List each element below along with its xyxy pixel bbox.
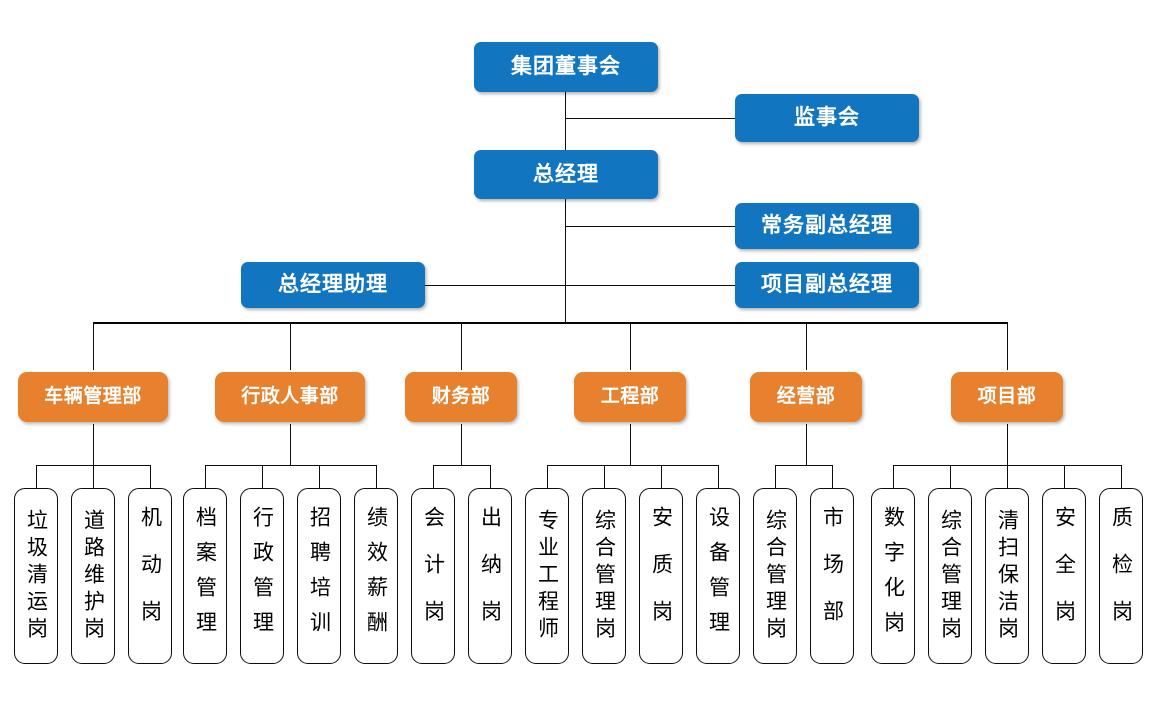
connector-project-leaf-1 — [893, 465, 895, 489]
leaf-position-box[interactable]: 安全岗 — [1042, 488, 1086, 664]
leaf-position-box[interactable]: 档案管理 — [183, 488, 227, 664]
leaf-position-label: 安质岗 — [649, 505, 673, 647]
connector-bus-to-admin-hr — [290, 322, 292, 370]
leaf-position-box[interactable]: 出纳岗 — [468, 488, 512, 664]
leaf-position-box[interactable]: 综合管理岗 — [753, 488, 797, 664]
node-executive-deputy-gm[interactable]: 常务副总经理 — [735, 203, 919, 249]
connector-adminhr-leaf-3 — [319, 465, 321, 489]
connector-finance-leaf-2 — [490, 465, 492, 489]
leaf-position-box[interactable]: 市场部 — [810, 488, 854, 664]
connector-bus-to-finance — [461, 322, 463, 370]
connector-bus-to-vehicle — [93, 322, 95, 370]
node-department-vehicle[interactable]: 车辆管理部 — [18, 372, 168, 422]
connector-gm-trunk — [565, 199, 567, 323]
leaf-position-label: 行政管理 — [250, 506, 274, 646]
leaf-position-box[interactable]: 机动岗 — [128, 488, 172, 664]
connector-adminhr-leaf-4 — [376, 465, 378, 489]
connector-operations-leaf-1 — [775, 465, 777, 489]
connector-engineering-leaf-1 — [547, 465, 549, 489]
connector-project-leaf-2 — [950, 465, 952, 489]
sub-bus-adminhr — [205, 465, 377, 467]
leaf-position-box[interactable]: 垃圾清运岗 — [14, 488, 58, 664]
leaf-position-label: 会计岗 — [421, 505, 445, 647]
leaf-position-box[interactable]: 招聘培训 — [297, 488, 341, 664]
leaf-position-label: 市场部 — [820, 505, 844, 647]
connector-bus-to-operations — [806, 322, 808, 370]
connector-adminhr-leaf-1 — [205, 465, 207, 489]
leaf-position-label: 垃圾清运岗 — [24, 508, 48, 644]
connector-project-drop — [1007, 424, 1009, 466]
leaf-position-box[interactable]: 质检岗 — [1099, 488, 1143, 664]
leaf-position-label: 绩效薪酬 — [364, 506, 388, 646]
connector-gm-to-exec-deputy — [565, 226, 735, 228]
leaf-position-label: 清扫保洁岗 — [995, 508, 1019, 644]
leaf-position-box[interactable]: 专业工程师 — [525, 488, 569, 664]
node-group-board[interactable]: 集团董事会 — [474, 42, 658, 92]
connector-gm-to-supervisory — [565, 118, 735, 120]
connector-engineering-leaf-2 — [604, 465, 606, 489]
leaf-position-box[interactable]: 数字化岗 — [871, 488, 915, 664]
leaf-position-box[interactable]: 安质岗 — [639, 488, 683, 664]
connector-vehicle-drop — [93, 424, 95, 466]
connector-engineering-leaf-4 — [718, 465, 720, 489]
connector-adminhr-leaf-2 — [262, 465, 264, 489]
leaf-position-label: 综合管理岗 — [938, 508, 962, 644]
leaf-position-box[interactable]: 会计岗 — [411, 488, 455, 664]
leaf-position-box[interactable]: 综合管理岗 — [582, 488, 626, 664]
leaf-position-label: 数字化岗 — [881, 506, 905, 646]
leaf-position-label: 档案管理 — [193, 506, 217, 646]
leaf-position-box[interactable]: 道路维护岗 — [71, 488, 115, 664]
connector-project-leaf-4 — [1064, 465, 1066, 489]
node-project-deputy-gm[interactable]: 项目副总经理 — [735, 262, 919, 308]
leaf-position-box[interactable]: 绩效薪酬 — [354, 488, 398, 664]
connector-operations-drop — [806, 424, 808, 466]
node-department-operations[interactable]: 经营部 — [750, 372, 862, 422]
leaf-position-box[interactable]: 设备管理 — [696, 488, 740, 664]
leaf-position-label: 机动岗 — [138, 505, 162, 647]
connector-vehicle-leaf-2 — [93, 465, 95, 489]
connector-engineering-drop — [630, 424, 632, 466]
sub-bus-operations — [775, 465, 833, 467]
node-general-manager[interactable]: 总经理 — [474, 150, 658, 199]
department-bus — [93, 322, 1008, 324]
leaf-position-label: 综合管理岗 — [763, 508, 787, 644]
connector-gm-to-assistant — [425, 285, 566, 287]
connector-vehicle-leaf-1 — [36, 465, 38, 489]
sub-bus-engineering — [547, 465, 719, 467]
connector-project-leaf-5 — [1121, 465, 1123, 489]
leaf-position-box[interactable]: 行政管理 — [240, 488, 284, 664]
leaf-position-label: 道路维护岗 — [81, 508, 105, 644]
node-department-engineering[interactable]: 工程部 — [574, 372, 686, 422]
connector-bus-to-project — [1007, 322, 1009, 370]
connector-vehicle-leaf-3 — [150, 465, 152, 489]
leaf-position-label: 设备管理 — [706, 506, 730, 646]
node-department-project[interactable]: 项目部 — [951, 372, 1063, 422]
leaf-position-label: 招聘培训 — [307, 506, 331, 646]
leaf-position-box[interactable]: 综合管理岗 — [928, 488, 972, 664]
connector-finance-leaf-1 — [433, 465, 435, 489]
connector-board-to-gm — [565, 92, 567, 152]
connector-gm-to-project-deputy — [565, 285, 735, 287]
leaf-position-label: 专业工程师 — [535, 508, 559, 644]
connector-bus-to-engineering — [630, 322, 632, 370]
node-department-admin-hr[interactable]: 行政人事部 — [215, 372, 365, 422]
leaf-position-label: 质检岗 — [1109, 505, 1133, 647]
connector-project-leaf-3 — [1007, 465, 1009, 489]
connector-adminhr-drop — [290, 424, 292, 466]
leaf-position-box[interactable]: 清扫保洁岗 — [985, 488, 1029, 664]
connector-engineering-leaf-3 — [661, 465, 663, 489]
node-supervisory-board[interactable]: 监事会 — [735, 94, 919, 142]
sub-bus-finance — [433, 465, 491, 467]
leaf-position-label: 出纳岗 — [478, 505, 502, 647]
leaf-position-label: 综合管理岗 — [592, 508, 616, 644]
leaf-position-label: 安全岗 — [1052, 505, 1076, 647]
connector-finance-drop — [461, 424, 463, 466]
connector-operations-leaf-2 — [832, 465, 834, 489]
node-gm-assistant[interactable]: 总经理助理 — [241, 262, 425, 308]
node-department-finance[interactable]: 财务部 — [405, 372, 517, 422]
